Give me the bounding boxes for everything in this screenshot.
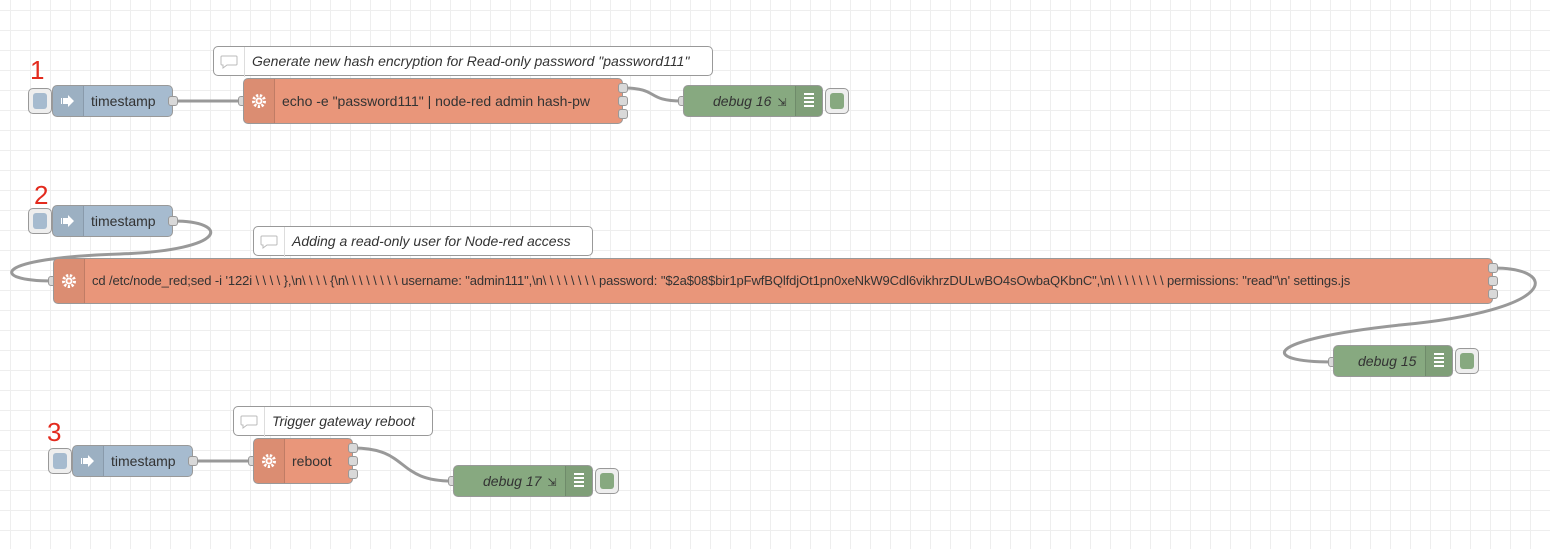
debug-toggle-button-2[interactable] (1455, 348, 1479, 374)
exec-node-3[interactable]: reboot (253, 438, 353, 484)
debug-label: debug 16 ⇲ (713, 86, 787, 116)
comment-icon (234, 407, 265, 437)
debug-label-text: debug 17 (483, 473, 542, 489)
inject-arrow-icon (53, 86, 84, 116)
debug-toggle-fill (600, 473, 614, 489)
arrow-down-right-icon: ⇲ (777, 97, 787, 109)
debug-toggle-fill (830, 93, 844, 109)
wire-1-exec-debug[interactable] (622, 86, 683, 103)
inject-button-fill (33, 213, 47, 229)
debug-label: debug 15 (1358, 353, 1417, 369)
comment-icon (254, 227, 285, 257)
debug-label: debug 17 ⇲ (483, 466, 557, 496)
inject-node-1[interactable]: timestamp (52, 85, 173, 117)
output-port-stdout[interactable] (1488, 263, 1498, 273)
gear-icon (54, 259, 85, 303)
inject-arrow-icon (73, 446, 104, 476)
debug-list-icon (1425, 346, 1452, 376)
arrow-down-right-icon: ⇲ (547, 477, 557, 489)
flow-number-2: 2 (34, 180, 49, 210)
debug-toggle-fill (1460, 353, 1474, 369)
comment-node-3[interactable]: Trigger gateway reboot (233, 406, 433, 437)
inject-label: timestamp (111, 453, 176, 469)
output-port-return[interactable] (348, 469, 358, 479)
exec-label: reboot (292, 453, 332, 469)
output-port-stdout[interactable] (348, 443, 358, 453)
comment-label: Adding a read-only user for Node-red acc… (292, 233, 571, 249)
inject-button-fill (33, 93, 47, 109)
output-port[interactable] (188, 456, 198, 466)
gear-icon (244, 79, 275, 123)
debug-node-3[interactable]: debug 17 ⇲ (453, 465, 593, 497)
comment-icon (214, 47, 245, 77)
output-port-stdout[interactable] (618, 83, 628, 93)
comment-node-1[interactable]: Generate new hash encryption for Read-on… (213, 46, 713, 77)
exec-node-2[interactable]: cd /etc/node_red;sed -i '122i \ \ \ \ },… (53, 258, 1493, 304)
inject-arrow-icon (53, 206, 84, 236)
wire-3-exec-debug[interactable] (352, 446, 453, 483)
output-port[interactable] (168, 96, 178, 106)
exec-label: echo -e "password111" | node-red admin h… (282, 93, 591, 109)
debug-node-1[interactable]: debug 16 ⇲ (683, 85, 823, 117)
output-port[interactable] (168, 216, 178, 226)
debug-list-icon (795, 86, 822, 116)
inject-node-2[interactable]: timestamp (52, 205, 173, 237)
output-port-return[interactable] (1488, 289, 1498, 299)
inject-node-3[interactable]: timestamp (72, 445, 193, 477)
inject-label: timestamp (91, 213, 156, 229)
inject-label: timestamp (91, 93, 156, 109)
inject-button-2[interactable] (28, 208, 52, 234)
inject-button-3[interactable] (48, 448, 72, 474)
debug-list-icon (565, 466, 592, 496)
inject-button-1[interactable] (28, 88, 52, 114)
exec-node-1[interactable]: echo -e "password111" | node-red admin h… (243, 78, 623, 124)
flow-number-3: 3 (47, 417, 62, 447)
comment-node-2[interactable]: Adding a read-only user for Node-red acc… (253, 226, 593, 257)
output-port-stderr[interactable] (618, 96, 628, 106)
output-port-return[interactable] (618, 109, 628, 119)
output-port-stderr[interactable] (348, 456, 358, 466)
flow-number-1: 1 (30, 55, 45, 85)
debug-toggle-button-1[interactable] (825, 88, 849, 114)
inject-button-fill (53, 453, 67, 469)
output-port-stderr[interactable] (1488, 276, 1498, 286)
debug-node-2[interactable]: debug 15 (1333, 345, 1453, 377)
comment-label: Generate new hash encryption for Read-on… (252, 53, 690, 69)
comment-label: Trigger gateway reboot (272, 413, 415, 429)
debug-toggle-button-3[interactable] (595, 468, 619, 494)
exec-label: cd /etc/node_red;sed -i '122i \ \ \ \ },… (92, 273, 1351, 288)
debug-label-text: debug 16 (713, 93, 772, 109)
gear-icon (254, 439, 285, 483)
